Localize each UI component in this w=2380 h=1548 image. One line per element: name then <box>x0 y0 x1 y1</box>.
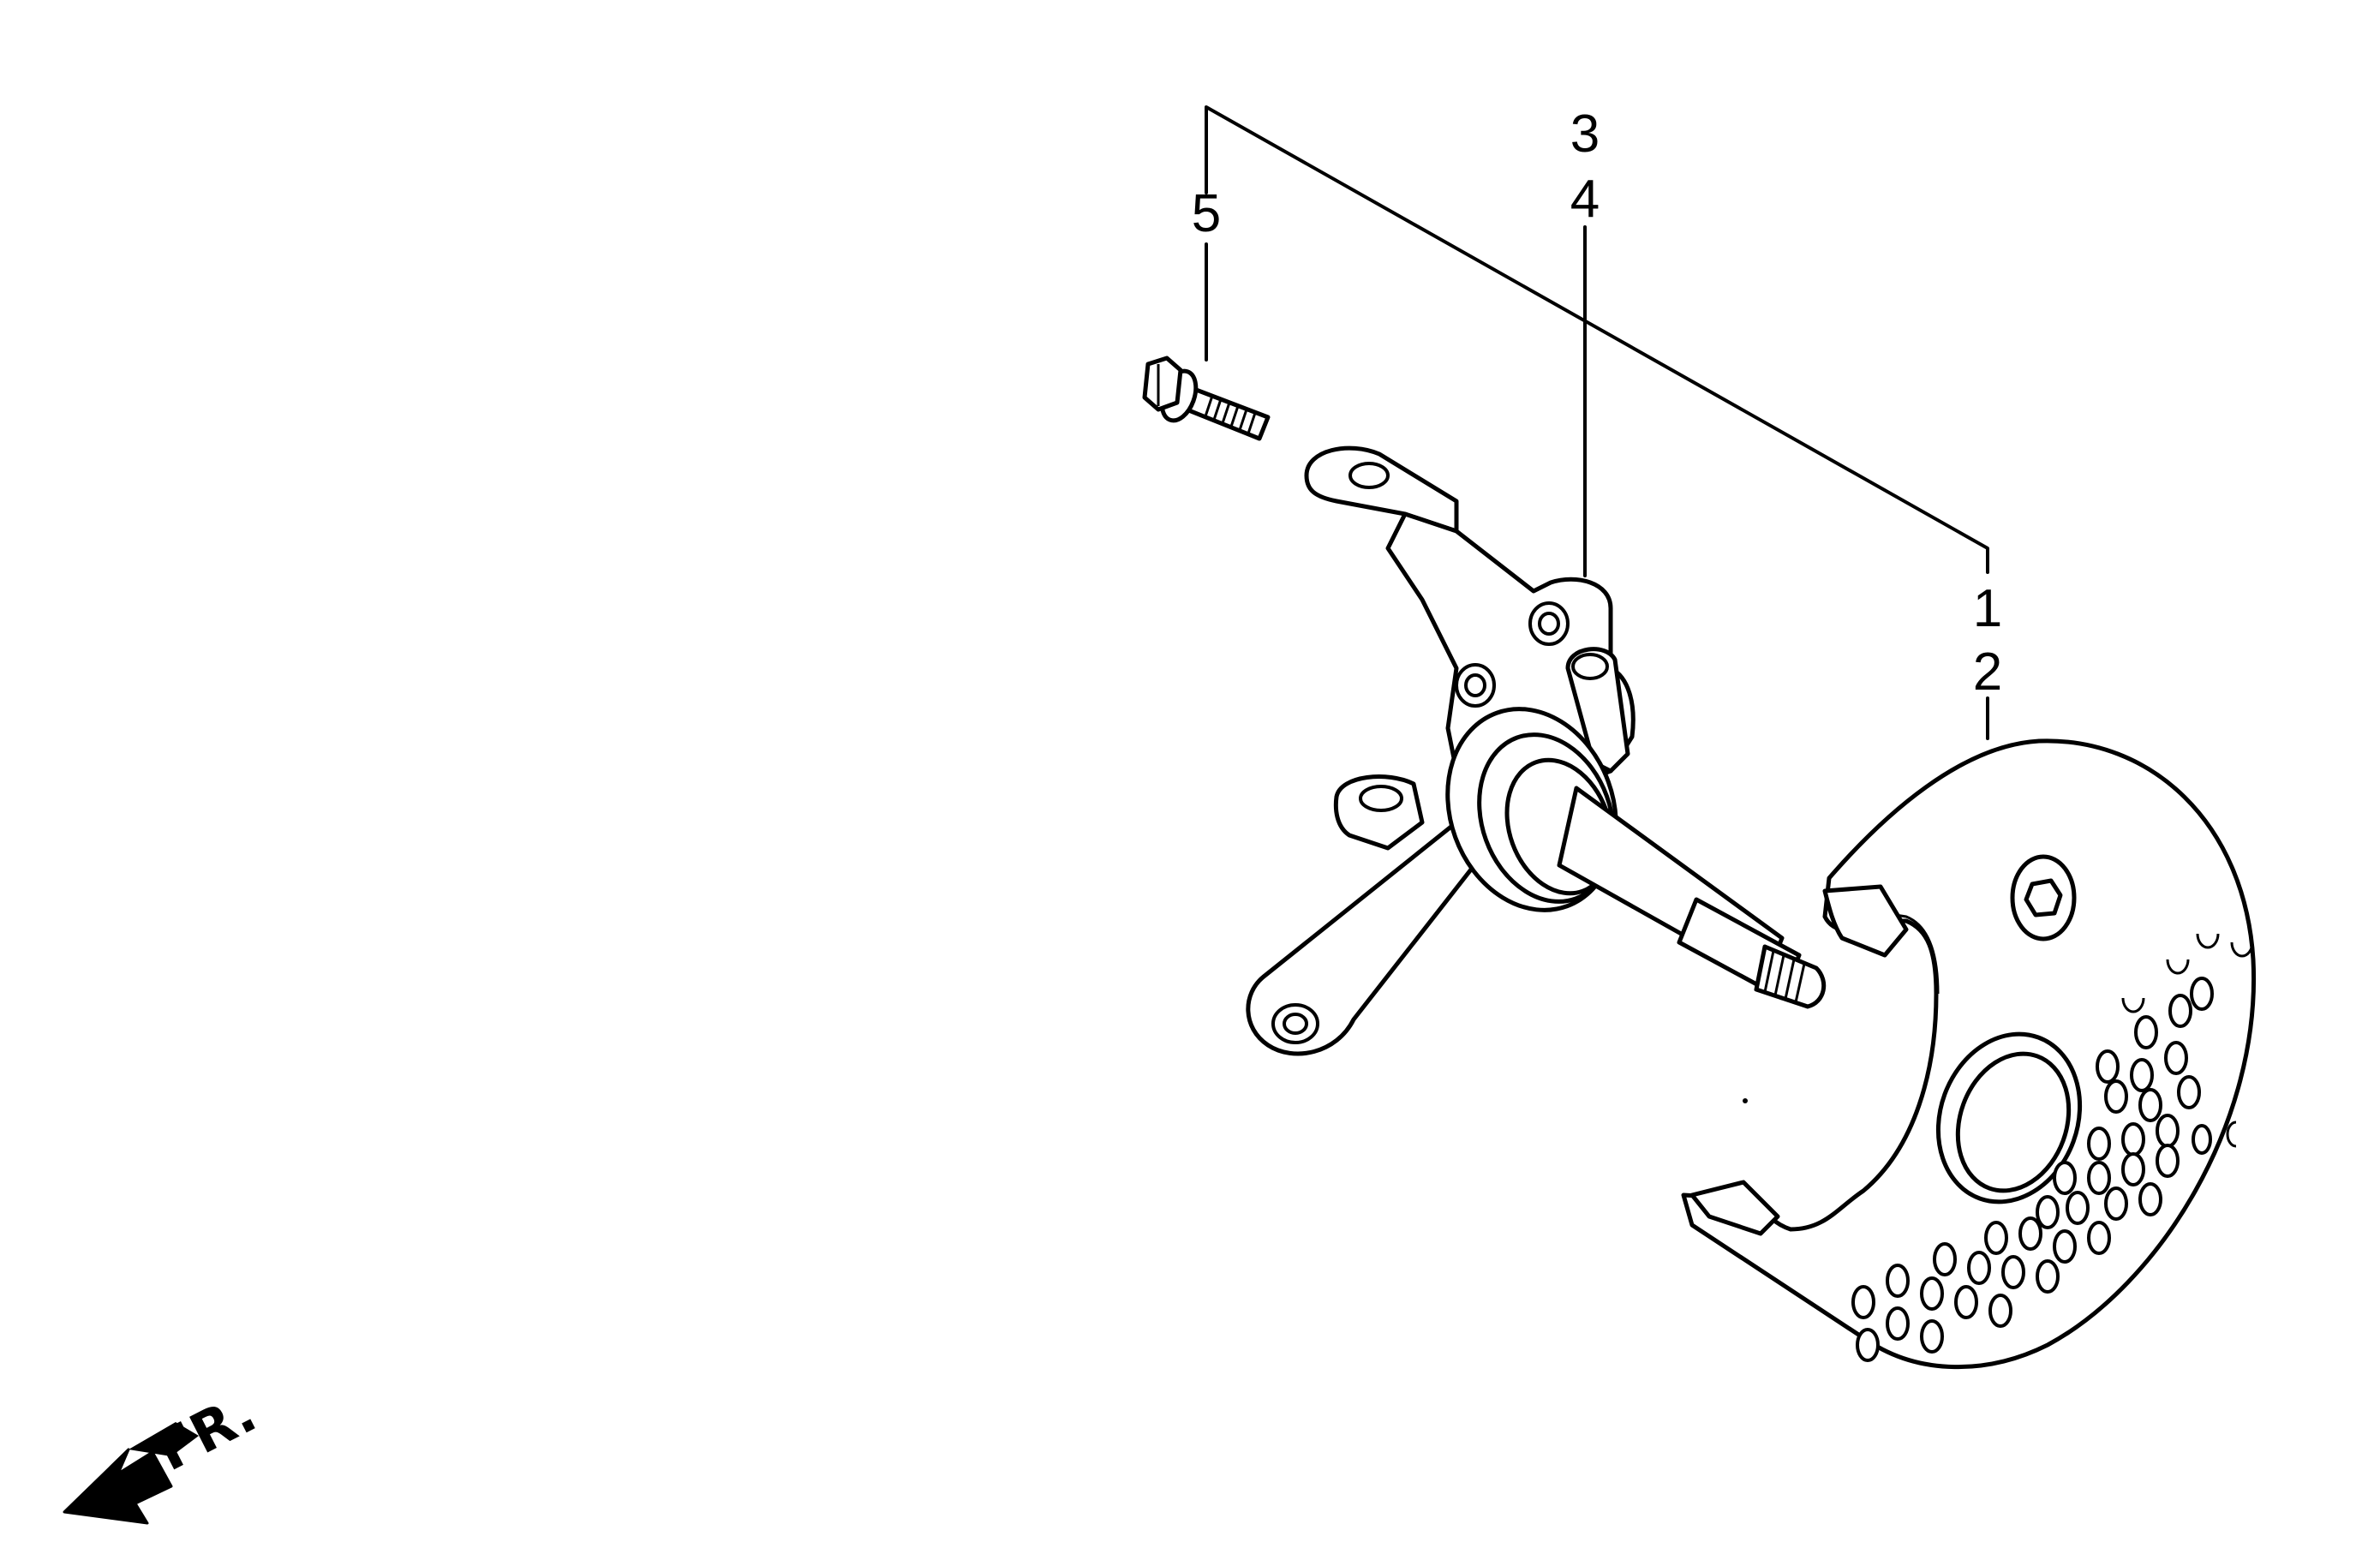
cover-vent-holes <box>1851 977 2214 1362</box>
callout-3: 3 <box>1570 105 1600 164</box>
disc-cover-part <box>1681 738 2257 1370</box>
front-direction-indicator: FR. <box>63 1382 266 1525</box>
flange-bolt-part <box>1142 356 1271 441</box>
front-label: FR. <box>147 1382 266 1485</box>
leader-lines <box>1205 105 1989 740</box>
bracket-leader-5-to-1 <box>1205 105 1989 574</box>
callout-5: 5 <box>1192 184 1221 243</box>
callout-numbers: 3 4 5 1 2 <box>1192 105 2002 702</box>
front-arrow-icon <box>63 1448 173 1525</box>
callout-4: 4 <box>1570 170 1600 229</box>
callout-2: 2 <box>1973 643 2002 702</box>
callout-1: 1 <box>1973 579 2002 638</box>
steering-knuckle-part <box>1246 445 1827 1056</box>
